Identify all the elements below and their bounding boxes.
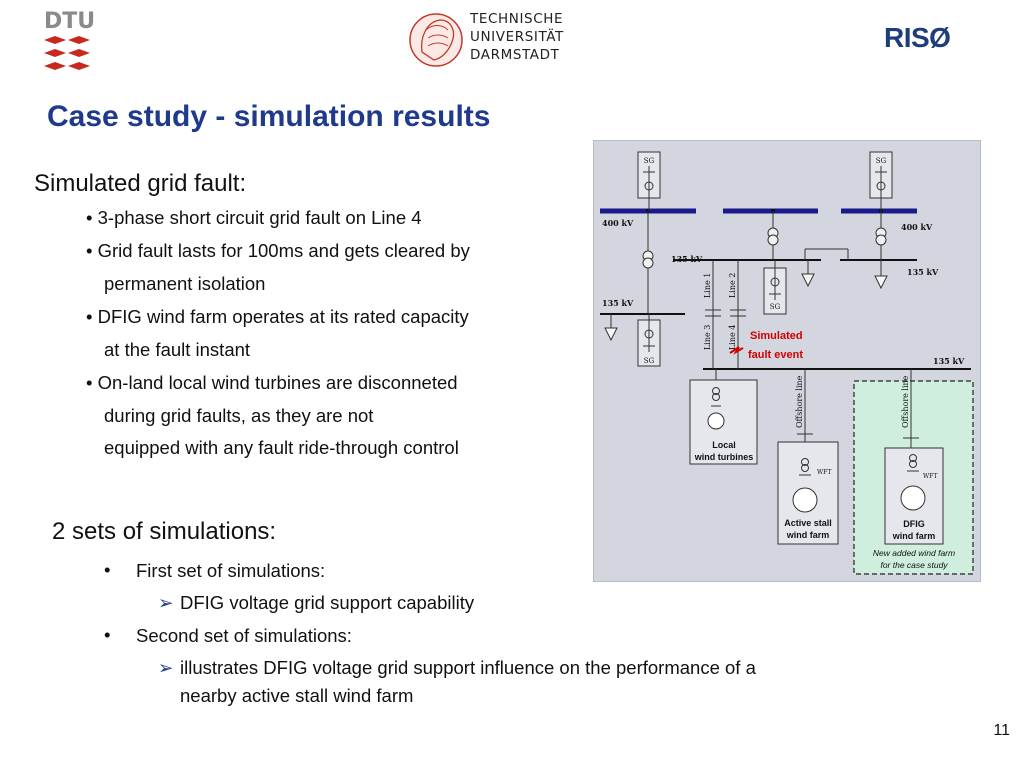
dfig-label: wind farm: [892, 531, 936, 541]
wft-label: WFT: [817, 469, 831, 476]
bullet-line: equipped with any fault ride-through con…: [104, 437, 459, 458]
fault-label: Simulated: [750, 330, 803, 342]
sg-label: SG: [876, 157, 887, 165]
sg-label: SG: [644, 357, 655, 365]
offshore-line-label: Offshore line: [795, 375, 804, 428]
active-stall-label: Active stall: [784, 518, 832, 528]
page-number: 11: [993, 722, 1010, 739]
line1-label: Line 1: [703, 273, 712, 298]
new-farm-caption: for the case study: [880, 560, 948, 570]
bullet-dot: •: [104, 559, 111, 580]
voltage-label: 135 kV: [907, 267, 939, 277]
load-icons: [604, 260, 888, 342]
section-heading-simulations: 2 sets of simulations:: [52, 518, 277, 545]
tud-line: UNIVERSITÄT: [470, 29, 564, 45]
bullet-second-set: Second set of simulations:: [136, 625, 352, 646]
offshore-line-label: Offshore line: [901, 375, 910, 428]
bullet-line: during grid faults, as they are not: [104, 405, 374, 426]
dtu-logo-text: DTU: [44, 9, 95, 34]
sub-bullet-influence-line1: illustrates DFIG voltage grid support in…: [180, 657, 756, 678]
sg-label: SG: [770, 303, 781, 311]
local-wind-turbines: Local wind turbines: [689, 369, 758, 465]
arrow-bullet-icon: ➢: [158, 592, 174, 613]
voltage-label: 400 kV: [602, 218, 634, 228]
line3-label: Line 3: [703, 325, 712, 350]
tud-line: DARMSTADT: [470, 47, 560, 63]
arrow-bullet-icon: ➢: [158, 657, 174, 678]
local-label: wind turbines: [694, 452, 754, 462]
wft-label: WFT: [923, 473, 937, 480]
voltage-label: 400 kV: [901, 222, 933, 232]
bullet-line: permanent isolation: [104, 273, 266, 294]
slide-title: Case study - simulation results: [47, 100, 491, 133]
dfig-label: DFIG: [903, 519, 925, 529]
active-stall-label: wind farm: [786, 530, 830, 540]
bullet-first-set: First set of simulations:: [136, 560, 326, 581]
line2-label: Line 2: [728, 273, 737, 298]
transformers: [642, 211, 887, 314]
bus-135kv: [600, 259, 971, 370]
sub-bullet-influence-line2: nearby active stall wind farm: [180, 685, 414, 706]
voltage-label: 135 kV: [671, 254, 703, 264]
tud-wordmark: TECHNISCHE UNIVERSITÄT DARMSTADT: [470, 10, 564, 64]
sg-label: SG: [644, 157, 655, 165]
line4-label: Line 4: [728, 325, 737, 350]
riso-logo: RISØ: [884, 22, 951, 53]
bullet-line: • Grid fault lasts for 100ms and gets cl…: [86, 240, 470, 261]
bullet-dot: •: [104, 624, 111, 645]
sub-bullet-voltage-support: DFIG voltage grid support capability: [180, 592, 475, 613]
bullet-line: at the fault instant: [104, 339, 251, 360]
voltage-label: 135 kV: [602, 298, 634, 308]
bullet-line: • On-land local wind turbines are discon…: [86, 372, 458, 393]
active-stall-wind-farm: Offshore line WFT Active stall wind farm: [777, 369, 839, 545]
fault-marker: Simulated fault event: [729, 330, 803, 361]
dtu-logo: DTU: [44, 9, 95, 70]
voltage-label: 135 kV: [933, 356, 965, 366]
section-heading-grid-fault: Simulated grid fault:: [34, 170, 247, 197]
dfig-wind-farm: Offshore line WFT DFIG wind farm: [884, 369, 944, 545]
bullet-line: • 3-phase short circuit grid fault on Li…: [86, 207, 422, 228]
tud-athena-emblem: [409, 13, 463, 67]
tud-line: TECHNISCHE: [470, 11, 564, 27]
bullet-line: • DFIG wind farm operates at its rated c…: [86, 306, 469, 327]
generator-connectors: [643, 166, 887, 352]
fault-label: fault event: [748, 349, 803, 361]
local-label: Local: [712, 440, 736, 450]
grid-single-line-diagram: SG SG SG SG Line 1 Line 2 Line 3: [593, 140, 981, 582]
new-farm-caption: New added wind farm: [873, 548, 955, 558]
